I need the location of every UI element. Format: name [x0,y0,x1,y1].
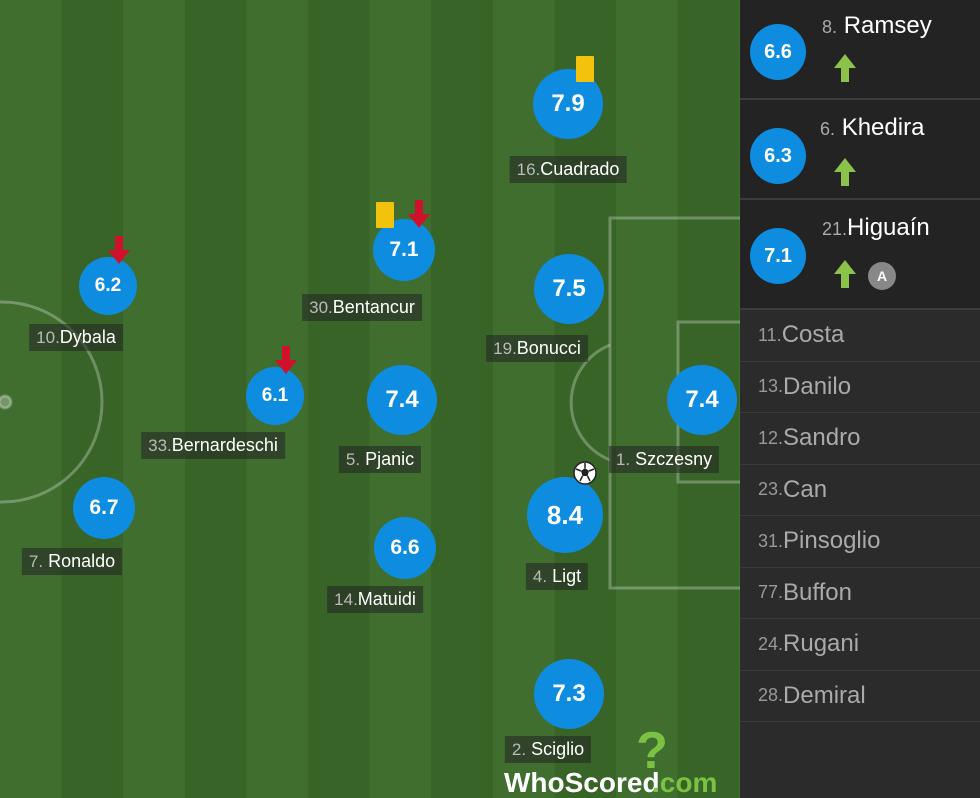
svg-text:WhoScored: WhoScored [504,767,660,798]
pitch: 7.9 16.Cuadrado 7.1 30.Bentancur 6.2 10.… [0,0,740,798]
sub-on-arrow-icon [834,158,856,186]
bench-item[interactable]: 12.Sandro [740,413,980,465]
sub-on-arrow-icon [834,54,856,82]
sub-label: 8. Ramsey [822,12,932,39]
bench-item[interactable]: 11.Costa [740,310,980,362]
pitch-markings [0,216,740,590]
yellow-card-icon [576,56,594,82]
player-label: 1. Szczesny [608,446,720,473]
rating-circle: 7.3 [534,659,604,729]
svg-text:.com: .com [652,767,717,798]
bench-item[interactable]: 24.Rugani [740,619,980,671]
assist-badge-icon: A [868,262,896,290]
svg-text:?: ? [636,730,668,780]
whoscored-logo: ? WhoScored .com [500,722,730,798]
rating-circle: 7.5 [534,254,604,324]
rating-circle: 6.6 [374,517,436,579]
goal-ball-icon [573,461,597,485]
sub-label: 21.Higuaín [822,214,930,241]
player-label: 19.Bonucci [486,335,588,362]
sub-off-arrow-icon [108,236,130,264]
player-label: 33.Bernardeschi [141,432,285,459]
player-label: 2. Sciglio [504,736,592,763]
sub-label: 6. Khedira [820,114,925,141]
rating-circle: 6.1 [246,367,304,425]
sub-ramsey[interactable]: 6.6 8. Ramsey [740,0,980,100]
rating-circle: 7.4 [667,365,737,435]
sub-off-arrow-icon [275,346,297,374]
player-label: 7. Ronaldo [21,548,123,575]
rating-circle: 7.1 [750,228,806,284]
player-label: 10.Dybala [29,324,123,351]
sub-khedira[interactable]: 6.3 6. Khedira [740,100,980,200]
rating-circle: 7.4 [367,365,437,435]
player-label: 14.Matuidi [327,586,423,613]
player-label: 30.Bentancur [302,294,422,321]
player-label: 5. Pjanic [338,446,422,473]
bench-item[interactable]: 13.Danilo [740,362,980,413]
bench-item[interactable]: 77.Buffon [740,568,980,619]
rating-circle: 6.3 [750,128,806,184]
rating-circle: 6.2 [79,257,137,315]
rating-circle: 8.4 [527,477,603,553]
sub-higuain[interactable]: 7.1 21.Higuaín A [740,200,980,310]
substitutes-panel: 6.6 8. Ramsey 6.3 6. Khedira 7.1 21.Higu… [740,0,980,798]
rating-circle: 6.6 [750,24,806,80]
rating-circle: 7.1 [373,219,435,281]
sub-off-arrow-icon [408,200,430,228]
rating-circle: 6.7 [73,477,135,539]
player-label: 4. Ligt [525,563,589,590]
bench-item[interactable]: 23.Can [740,465,980,516]
player-label: 16.Cuadrado [509,156,627,183]
bench-item[interactable]: 31.Pinsoglio [740,516,980,568]
bench-item[interactable]: 28.Demiral [740,671,980,722]
sub-on-arrow-icon [834,260,856,288]
yellow-card-icon [376,202,394,228]
